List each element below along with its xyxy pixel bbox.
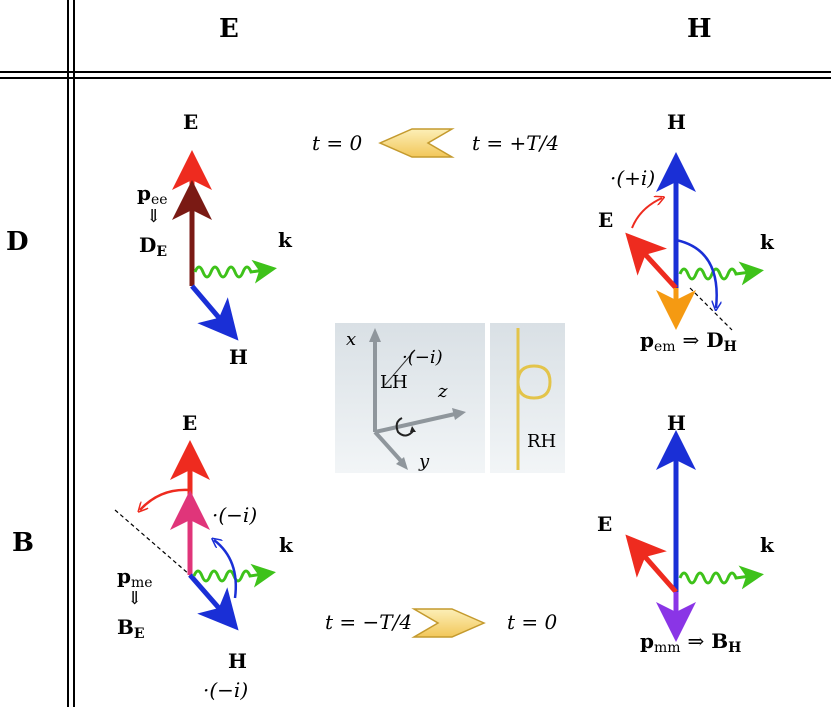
time-arrow-left bbox=[378, 128, 455, 158]
e-vector bbox=[625, 232, 678, 290]
time-bottom-right: t = 0 bbox=[507, 610, 558, 634]
label-k-be: k bbox=[279, 533, 293, 557]
implies-be: ⇓ bbox=[127, 588, 143, 609]
inset-y-label: y bbox=[419, 451, 430, 472]
z-axis bbox=[374, 412, 456, 434]
row-header-b: B bbox=[12, 528, 34, 558]
inset-rh-label: RH bbox=[527, 431, 557, 452]
rotation-arrow-blue bbox=[675, 238, 717, 308]
label-p-ee: pee bbox=[137, 181, 168, 208]
label-h-bh: H bbox=[667, 411, 686, 435]
label-e-be: E bbox=[182, 411, 198, 435]
label-h-be: H bbox=[228, 649, 247, 673]
label-b-e: BE bbox=[117, 615, 145, 642]
k-wave bbox=[678, 261, 764, 286]
factor-be-bottom: ·(−i) bbox=[203, 678, 249, 702]
label-d-e: DE bbox=[139, 233, 168, 260]
label-k-dh: k bbox=[760, 230, 774, 254]
panel-d-h bbox=[625, 152, 764, 331]
spring-icon bbox=[516, 328, 552, 470]
label-k-de: k bbox=[278, 228, 292, 252]
e-vector bbox=[625, 534, 678, 594]
inset-z-label: z bbox=[438, 381, 448, 402]
label-p-mm: pmm ⇒ BH bbox=[640, 629, 742, 656]
label-e-bh: E bbox=[597, 512, 613, 536]
k-wave bbox=[193, 259, 277, 284]
time-bottom-left: t = −T/4 bbox=[325, 610, 413, 634]
inset-x-label: x bbox=[346, 329, 357, 350]
factor-be-top: ·(−i) bbox=[212, 503, 258, 527]
y-axis bbox=[373, 430, 404, 464]
inset-lh-label: LH bbox=[380, 372, 408, 393]
time-top-left: t = 0 bbox=[312, 131, 363, 155]
label-h-dh: H bbox=[667, 110, 686, 134]
row-header-d: D bbox=[6, 227, 29, 257]
panel-b-h bbox=[625, 430, 764, 642]
rotation-arrow-blue bbox=[214, 540, 237, 599]
k-wave bbox=[678, 565, 764, 590]
factor-dh: ·(+i) bbox=[610, 166, 656, 190]
column-header-e: E bbox=[219, 14, 239, 44]
inset-factor: ·(−i) bbox=[402, 347, 443, 368]
panel-d-e bbox=[172, 150, 277, 341]
rotation-arrow-red bbox=[631, 198, 662, 229]
lh-rotation-icon bbox=[395, 417, 415, 437]
rotation-arrow-red bbox=[140, 488, 191, 510]
be-guide bbox=[114, 509, 191, 576]
coordinate-inset bbox=[335, 323, 485, 473]
label-k-bh: k bbox=[760, 533, 774, 557]
label-e-de: E bbox=[183, 110, 199, 134]
label-e-dh: E bbox=[598, 208, 614, 232]
h-vector bbox=[188, 573, 239, 631]
panel-b-e bbox=[114, 440, 276, 631]
dh-guide bbox=[689, 287, 733, 331]
spring-inset bbox=[490, 323, 565, 473]
k-wave bbox=[192, 563, 276, 588]
h-vector bbox=[190, 284, 239, 341]
column-header-h: H bbox=[687, 14, 712, 44]
label-p-me: pme bbox=[117, 564, 153, 591]
label-h-de: H bbox=[229, 345, 248, 369]
time-arrow-right bbox=[411, 608, 486, 638]
time-top-right: t = +T/4 bbox=[472, 131, 560, 155]
label-p-em: pem ⇒ DH bbox=[640, 328, 737, 355]
implies-de: ⇓ bbox=[146, 206, 162, 227]
